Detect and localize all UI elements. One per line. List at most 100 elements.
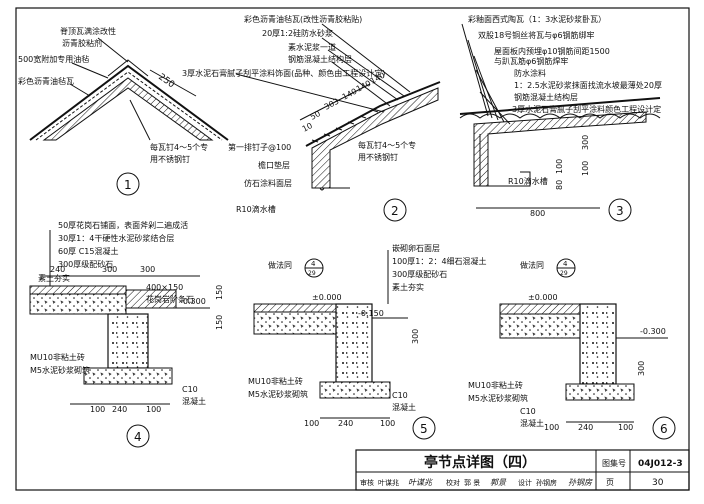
note-5-2: 100厚1：2：4细石混凝土 [392, 256, 487, 266]
note-6-3: C10 [520, 407, 536, 416]
note-5-5: MU10非粘土砖 [248, 376, 303, 386]
check-signature: 郭景 [490, 478, 507, 487]
note-1-3: 彩色沥青油毡瓦 [18, 76, 74, 86]
note-1-5: 用不锈钢钉 [150, 154, 190, 164]
tile-roof-line [459, 97, 661, 115]
dim-5-240: 240 [338, 419, 353, 428]
detail-4-badge [126, 424, 150, 448]
brick-wall-5 [335, 303, 373, 383]
detail-6-badge [652, 416, 676, 440]
dim-4-100b: 100 [146, 405, 161, 414]
note-4-0: 50厚花岗石铺面，表面斧剁二遍成活 [58, 220, 188, 230]
detail-2-badge [383, 198, 407, 222]
pebble-surface [253, 303, 337, 313]
concrete-base-6 [499, 313, 581, 339]
dim-3-100b: 100 [555, 159, 564, 174]
note-5-6: M5水泥砂浆砌筑 [248, 389, 308, 399]
dim-5-100b: 100 [380, 419, 395, 428]
dim-2-10: 10 [301, 121, 314, 134]
note-5-4: 素土夯实 [392, 282, 424, 292]
note-4-7: MU10非粘土砖 [30, 352, 85, 362]
sheet-border [15, 7, 690, 491]
elev-4: -0.300 [180, 297, 206, 306]
elev-6-top: ±0.000 [528, 293, 558, 302]
note-3-7: 3厚水泥石膏腻子刮平涂料颜色工程设计定 [512, 104, 661, 114]
check-label: 校对 [446, 478, 460, 487]
detail-2-number: 2 [391, 204, 399, 218]
note-6-4: 混凝土 [520, 418, 544, 428]
note-2-1: 20厚1:2硅防水砂浆 [262, 28, 333, 38]
dim-4-150a: 150 [215, 285, 224, 300]
note-4-4: 素土夯实 [38, 273, 70, 283]
footing-6 [565, 383, 635, 401]
ref-5-num: 4 [311, 260, 316, 268]
note-3-1: 双股18号铜丝将瓦与φ6钢筋绑牢 [478, 30, 595, 40]
dim-4-100a: 100 [90, 405, 105, 414]
note-3-5: 1：2.5水泥砂浆抹面找流水坡最薄处20厚 [514, 80, 662, 90]
dim-3-800: 800 [530, 209, 545, 218]
detail-1-badge [116, 172, 140, 196]
detail-3-badge [608, 198, 632, 222]
dim-4-300b: 300 [140, 265, 155, 274]
note-4-9: C10 [182, 385, 198, 394]
note-2-6: 檐口垫层 [258, 160, 290, 170]
note-1-2: 500宽附加专用油毡 [18, 54, 89, 64]
note-6-0: 做法同 [520, 260, 544, 270]
dim-6-300: 300 [637, 361, 646, 376]
note-1-0: 脊顶瓦满涂改性 [60, 26, 116, 36]
dim-4-240b: 240 [112, 405, 127, 414]
note-2-10: 用不锈钢钉 [358, 152, 398, 162]
detail-3-number: 3 [616, 204, 624, 218]
ridge-roof-outline [29, 64, 229, 141]
note-3-0: 彩釉面西式陶瓦（1：3水泥砂浆卧瓦） [468, 14, 606, 24]
eave-slab [311, 87, 439, 189]
note-4-6: 花岗岩阶条石 [146, 294, 194, 304]
dim-3-100a: 100 [581, 161, 590, 176]
leader-2-a [321, 23, 411, 93]
leader-2-c [327, 49, 399, 101]
detail-2: 10 50 303 140 140 140 彩色沥青油毡瓦(改性沥青胶粘贴) 2… [182, 14, 441, 222]
dim-3-80: 80 [555, 180, 564, 190]
granite-paving [29, 285, 127, 295]
note-6-1: MU10非粘土砖 [468, 380, 523, 390]
dim-3-300: 300 [581, 135, 590, 150]
note-3-4: 防水涂料 [514, 68, 546, 78]
ridge-shingles [35, 71, 223, 141]
page-label: 页 [606, 478, 614, 487]
dim-5-300: 300 [411, 329, 420, 344]
detail-1-number: 1 [124, 178, 132, 192]
design-label: 设计 [518, 478, 532, 487]
note-2-7: 仿石涂料面层 [244, 178, 292, 188]
ref-5-page: 29 [308, 270, 316, 277]
eave-tiles [305, 81, 441, 147]
atlas-label: 图集号 [602, 458, 626, 468]
note-2-9: 每瓦钉4～5个专 [358, 140, 416, 150]
note-5-0: 做法同 [268, 260, 292, 270]
brick-wall-6 [579, 303, 617, 385]
review-label: 审核 [360, 478, 374, 487]
check-name: 郭 景 [464, 478, 480, 487]
dim-250: 250 [156, 72, 176, 90]
leader-2-d [331, 61, 391, 107]
eave-tile-steps [311, 109, 379, 143]
detail-6: 100 240 100 300 ±0.000 -0.300 做法同 4 29 M… [468, 258, 676, 440]
drip-groove [319, 187, 325, 191]
concrete-base-4 [29, 293, 127, 315]
dim-4-240: 240 [50, 265, 65, 274]
dim-2-50: 50 [309, 109, 322, 122]
note-3-6: 钢筋混凝土结构层 [514, 92, 578, 102]
design-name: 孙钢房 [536, 478, 557, 487]
elev-6-low: -0.300 [640, 327, 666, 336]
note-2-5: 第一排钉子@100 [228, 142, 291, 152]
slab-6 [499, 303, 581, 315]
dim-6-100b: 100 [618, 423, 633, 432]
dim-6-240: 240 [578, 423, 593, 432]
note-3-3: 与趴瓦筋φ6钢筋焊牢 [494, 56, 568, 66]
note-1-4: 每瓦钉4～5个专 [150, 142, 208, 152]
note-2-2: 素水泥浆一道 [288, 42, 336, 52]
tile-eave-slab [473, 111, 647, 187]
ridge-cap [107, 59, 149, 77]
note-4-2: 60厚 C15混凝土 [58, 246, 119, 256]
leader-ridge [97, 37, 129, 63]
detail-5-badge [412, 416, 436, 440]
